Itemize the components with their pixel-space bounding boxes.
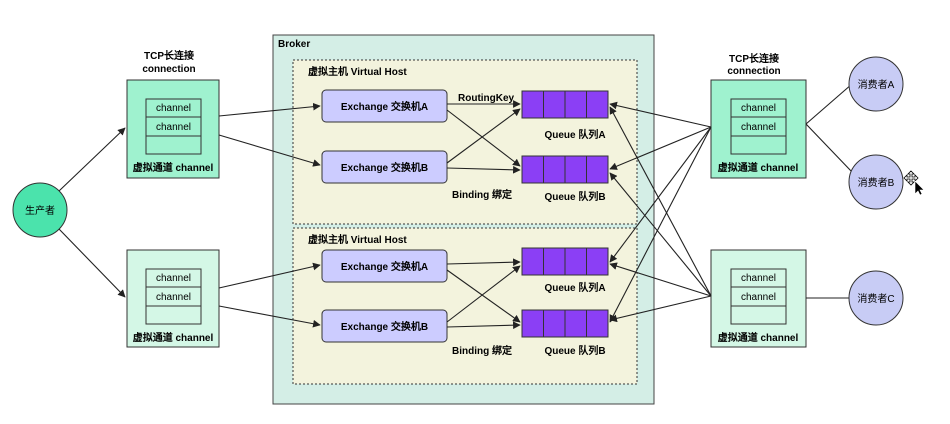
vhost-2-queue-a: [521, 247, 609, 276]
channel-label: channel: [156, 122, 191, 133]
vhost-1-queue-b: [521, 155, 609, 184]
consumer-b-link: [805, 123, 853, 173]
vhost-1-exchange-a-label: Exchange 交换机A: [341, 100, 428, 113]
vhost-2-exchange-b-label: Exchange 交换机B: [341, 320, 428, 333]
consumer-b-label: 消费者B: [858, 176, 895, 189]
channel-label: channel: [741, 103, 776, 114]
vhost-1-queue-a: [521, 90, 609, 119]
consumer-c-label: 消费者C: [857, 292, 894, 305]
vhost-1-label: 虚拟主机 Virtual Host: [308, 65, 407, 78]
channel-slot: [730, 135, 787, 155]
producer-tcp-top-line1: TCP长连接: [144, 49, 194, 62]
producer-label: 生产者: [25, 204, 55, 217]
vhost-2-bindings: [446, 258, 521, 330]
vhost-1-exchange-a: [321, 89, 448, 123]
vhost-2-queue-a-label: Queue 队列A: [544, 281, 605, 294]
vhost-2-exchange-a-label: Exchange 交换机A: [341, 260, 428, 273]
channel-label: channel: [741, 273, 776, 284]
consumer-tcp-top-line1: TCP长连接: [729, 52, 779, 65]
virtual-channel-label: 虚拟通道 channel: [133, 161, 214, 174]
routing-key-label: RoutingKey: [458, 93, 515, 104]
broker-label: Broker: [278, 39, 310, 50]
channel-label: channel: [741, 122, 776, 133]
producer-node: [12, 182, 68, 238]
channel-slot: [730, 305, 787, 325]
virtual-channel-label: 虚拟通道 channel: [718, 161, 799, 174]
consumer-a-link: [805, 83, 853, 125]
vhost-1-queue-b-label: Queue 队列B: [544, 190, 605, 203]
channel-label: channel: [156, 273, 191, 284]
vhost-2-exchange-b: [321, 309, 448, 343]
consumer-c-node: [848, 270, 904, 326]
channel-label: channel: [156, 103, 191, 114]
vhost-2-exchange-a: [321, 249, 448, 283]
consumer-a-node: [848, 56, 904, 112]
vhost-1-exchange-b: [321, 150, 448, 184]
channel-label: channel: [156, 292, 191, 303]
vhost-1-box: [292, 59, 638, 225]
channel-slot: [145, 135, 202, 155]
vhost-1-bindings: [446, 100, 521, 174]
move-cursor-icon: [903, 170, 925, 196]
producer-arrows: [58, 102, 321, 328]
consumer-top-arrows: [609, 101, 712, 323]
consumer-a-label: 消费者A: [858, 78, 895, 91]
vhost-2-label: 虚拟主机 Virtual Host: [308, 233, 407, 246]
consumer-tcp-top-line2: connection: [727, 66, 780, 77]
channel-slot: [145, 305, 202, 325]
vhost-2-queue-b: [521, 309, 609, 338]
virtual-channel-label: 虚拟通道 channel: [718, 331, 799, 344]
vhost-1-binding-label: Binding 绑定: [452, 188, 512, 201]
vhost-1-exchange-b-label: Exchange 交换机B: [341, 161, 428, 174]
producer-tcp-top-line2: connection: [142, 64, 195, 75]
vhost-1-queue-a-label: Queue 队列A: [544, 128, 605, 141]
consumer-b-node: [848, 154, 904, 210]
vhost-2-binding-label: Binding 绑定: [452, 344, 512, 357]
channel-label: channel: [741, 292, 776, 303]
virtual-channel-label: 虚拟通道 channel: [133, 331, 214, 344]
consumer-bottom-arrows: [609, 106, 712, 323]
vhost-2-queue-b-label: Queue 队列B: [544, 344, 605, 357]
